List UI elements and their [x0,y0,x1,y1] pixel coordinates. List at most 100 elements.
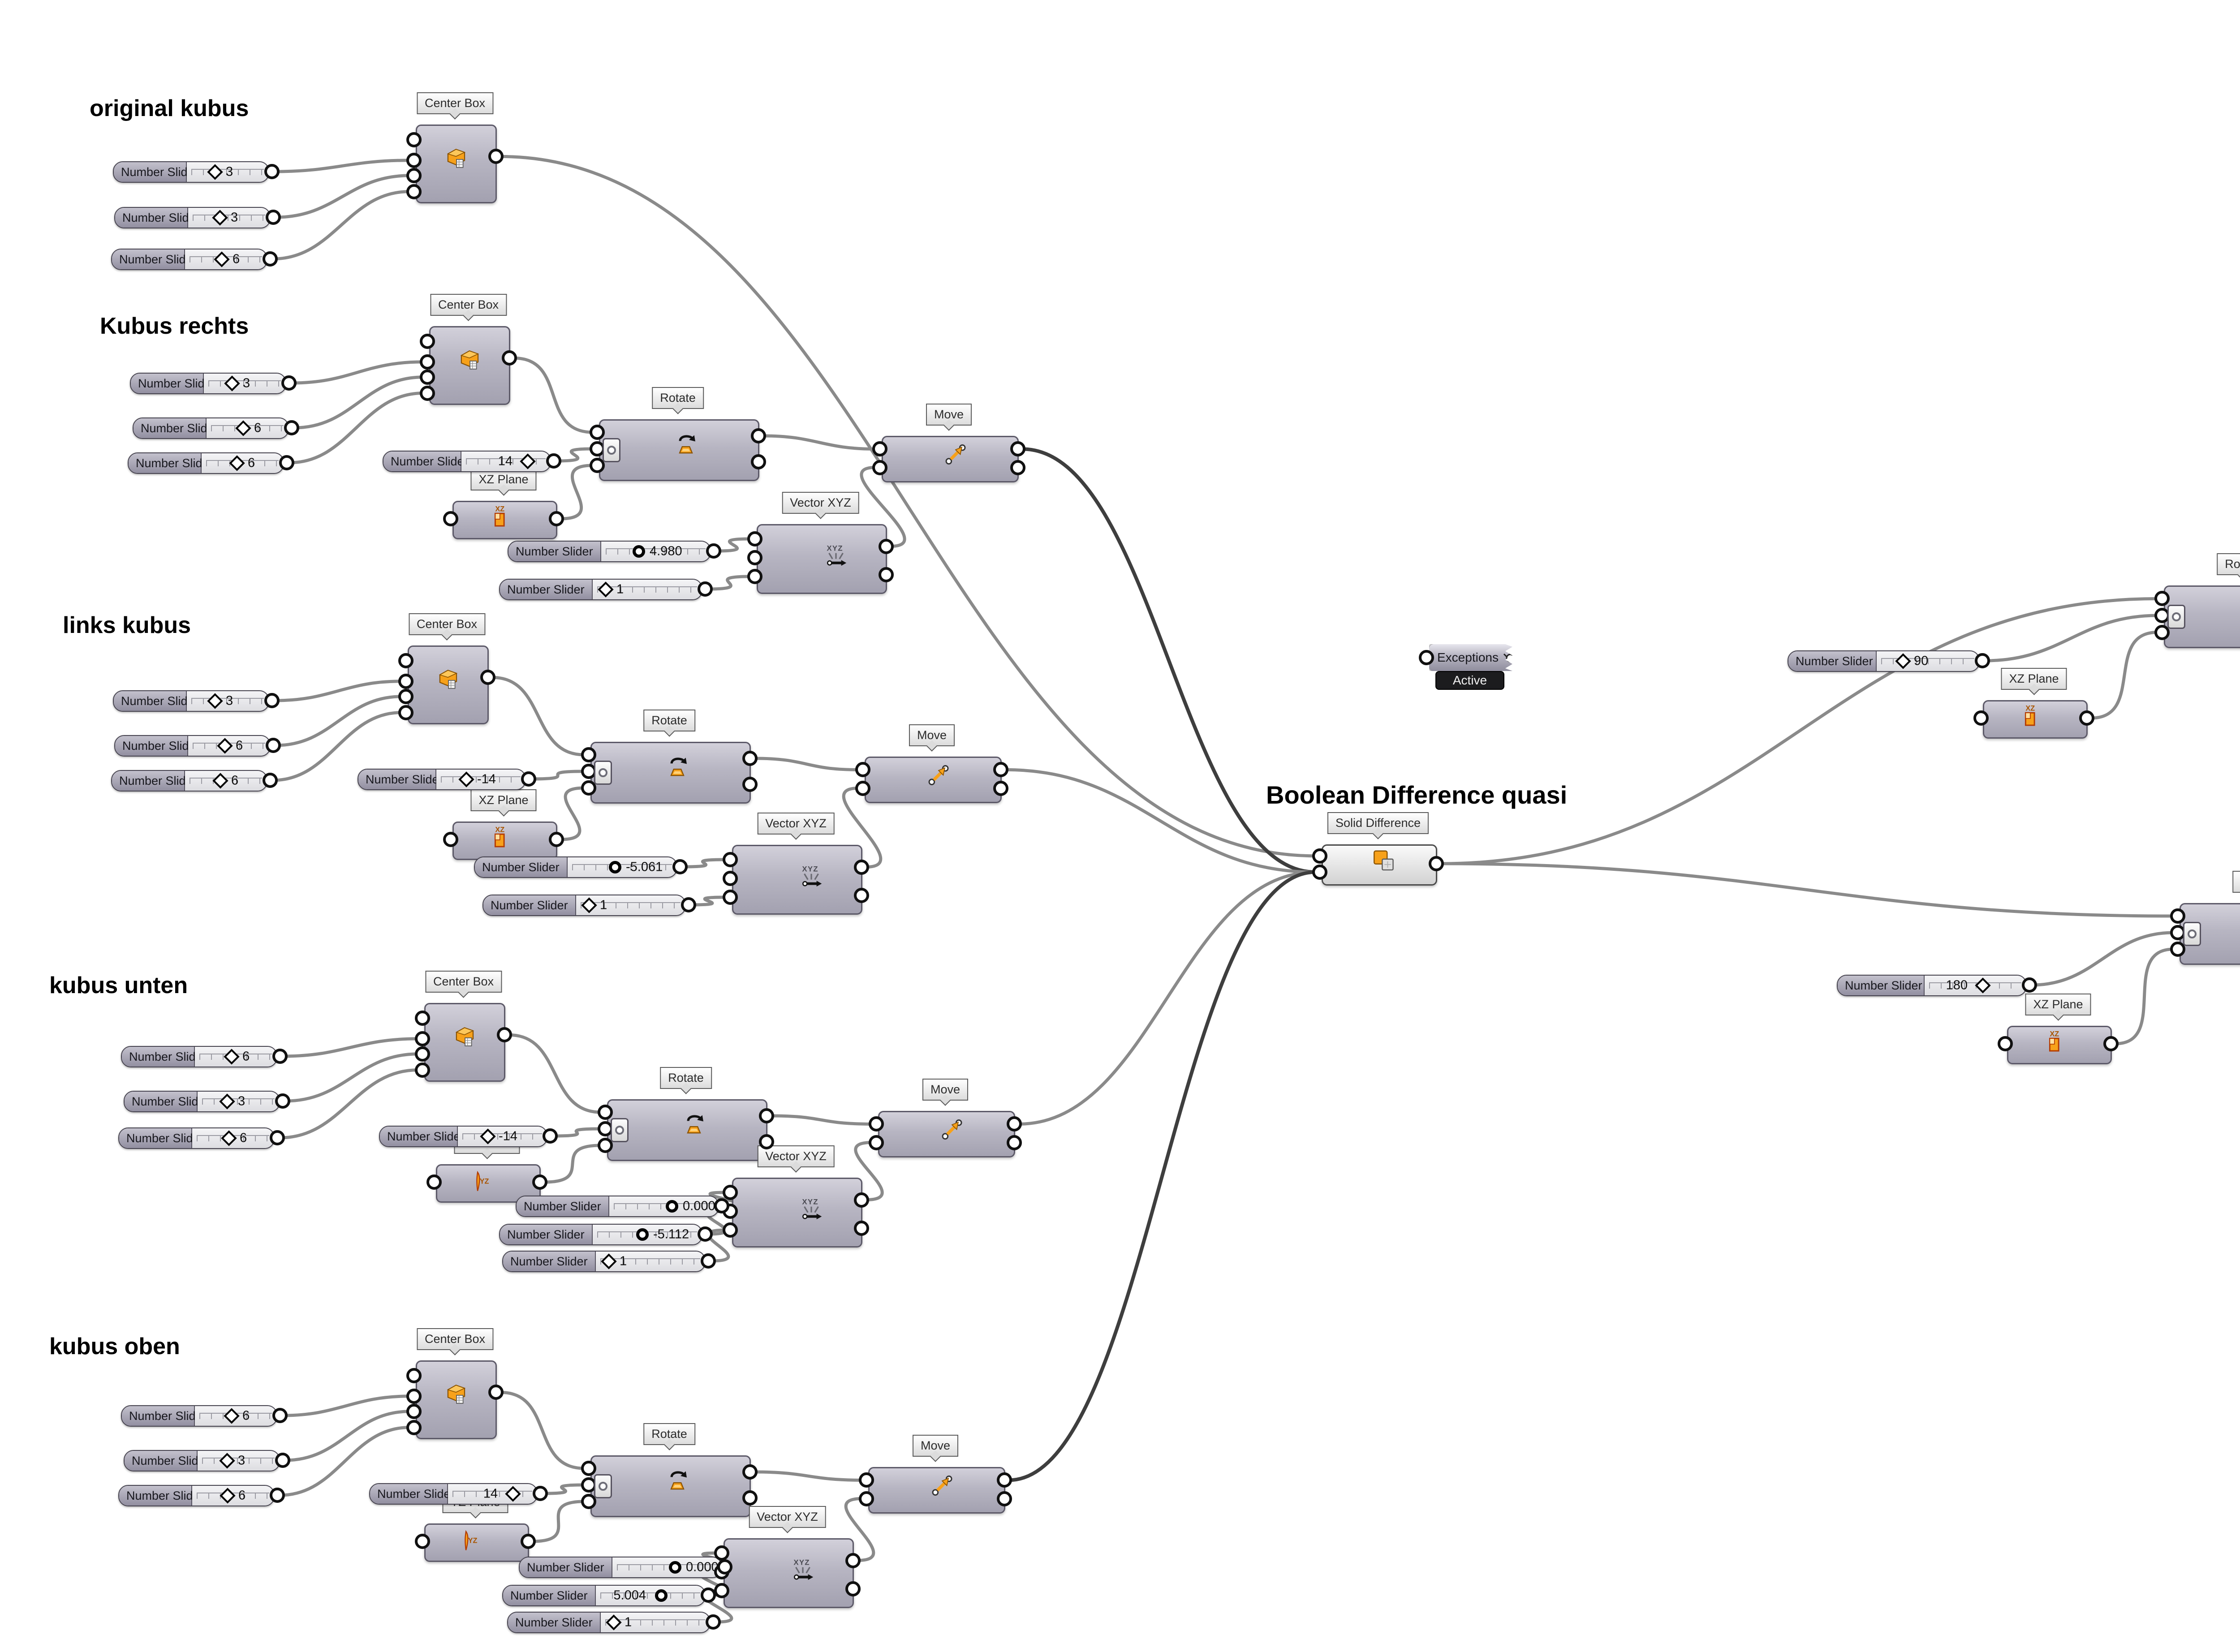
degrees-toggle-button[interactable] [2183,922,2201,946]
number-slider-track[interactable]: 6 [192,1128,274,1148]
port-out-transform[interactable] [751,454,766,470]
port-exceptions-input[interactable] [1419,650,1434,665]
port-in-base[interactable] [398,653,414,668]
port-in-z[interactable] [406,184,422,199]
port-in-motion[interactable] [855,780,870,796]
port-in-motion[interactable] [859,1491,874,1506]
plane-node[interactable] [436,1164,541,1203]
port-out-vector[interactable] [854,859,869,875]
slider-handle[interactable] [655,1589,668,1602]
port-in-geometry[interactable] [855,762,870,778]
number-slider-track[interactable]: -5.061 [568,857,676,877]
plane-node[interactable] [1983,700,2088,739]
slider-handle[interactable] [207,693,223,709]
port-in-geometry[interactable] [590,425,605,440]
port-in-geometry[interactable] [872,441,887,457]
port-out-geometry[interactable] [742,1464,758,1480]
port-out-geometry[interactable] [759,1108,774,1123]
slider-handle[interactable] [581,897,597,913]
port-out-transform[interactable] [742,777,758,792]
slider-handle[interactable] [219,1093,235,1110]
port-in-x-component[interactable] [723,852,738,867]
number-slider-track[interactable]: 3 [187,162,268,182]
port-out-plane[interactable] [2103,1036,2119,1051]
port-out-geometry[interactable] [751,428,766,443]
number-slider-track[interactable]: 14 [448,1484,537,1504]
port-slider-output[interactable] [272,1049,288,1064]
port-out-geometry[interactable] [1007,1116,1022,1132]
number-slider-track[interactable]: 3 [187,691,268,711]
port-in-origin[interactable] [1998,1036,2013,1051]
port-slider-output[interactable] [1975,653,1990,668]
number-slider-track[interactable]: 0.000 [609,1196,718,1216]
port-out-transform[interactable] [1010,460,1025,475]
port-out-geometry[interactable] [1010,441,1025,457]
number-slider-track[interactable]: -14 [436,770,525,789]
port-in-origin[interactable] [443,511,458,526]
plane-node[interactable] [2007,1026,2112,1064]
port-in-z[interactable] [398,705,414,720]
port-slider-output[interactable] [279,455,294,470]
port-in-x[interactable] [406,152,422,168]
port-out-geometry[interactable] [997,1472,1012,1488]
number-slider-track[interactable]: 1 [593,580,702,599]
port-in-z[interactable] [420,385,435,401]
number-slider-track[interactable]: 5.004 [596,1586,705,1605]
port-slider-output[interactable] [681,897,696,912]
slider-handle[interactable] [636,1228,649,1241]
number-slider-track[interactable]: 3 [188,208,270,228]
rotate-node[interactable] [590,1455,751,1517]
port-in-z[interactable] [415,1062,430,1078]
port-slider-output[interactable] [266,738,281,753]
port-out-length[interactable] [845,1581,861,1596]
port-in-x[interactable] [406,1388,422,1404]
slider-handle[interactable] [221,1130,237,1146]
port-in-plane[interactable] [2154,624,2170,640]
port-out-length[interactable] [854,1220,869,1236]
number-slider-track[interactable]: 6 [192,1486,274,1506]
number-slider-track[interactable]: 3 [198,1092,279,1111]
port-in-geometry[interactable] [598,1105,613,1120]
slider-handle[interactable] [598,581,614,598]
port-out-length[interactable] [854,887,869,903]
port-slider-output[interactable] [701,1253,716,1269]
number-slider-track[interactable]: 6 [202,453,283,473]
port-in-y[interactable] [398,688,414,704]
exceptions-node[interactable]: Exceptions [1429,644,1512,671]
port-in-plane[interactable] [590,457,605,473]
number-slider-track[interactable]: 14 [461,452,550,471]
number-slider-track[interactable]: 180 [1925,976,2026,995]
number-slider-track[interactable]: 6 [195,1406,276,1426]
number-slider[interactable]: Number Slider-5.112 [499,1224,702,1245]
port-out-transform[interactable] [997,1491,1012,1506]
port-slider-output[interactable] [543,1128,558,1144]
slider-handle[interactable] [606,1614,622,1630]
port-in-x[interactable] [398,673,414,689]
port-out-length[interactable] [879,567,894,582]
vector-node[interactable] [732,1178,862,1248]
vector-node[interactable] [724,1538,854,1608]
port-out-transform[interactable] [993,780,1008,796]
port-slider-output[interactable] [266,210,281,225]
port-in-z-component[interactable] [723,890,738,905]
number-slider-track[interactable]: 6 [195,1047,276,1067]
port-in-motion[interactable] [872,460,887,475]
degrees-toggle-button[interactable] [594,761,612,785]
port-in-x-component[interactable] [723,1185,738,1200]
port-out-vector[interactable] [879,538,894,554]
slider-handle[interactable] [224,1049,240,1065]
degrees-toggle-button[interactable] [611,1118,629,1142]
